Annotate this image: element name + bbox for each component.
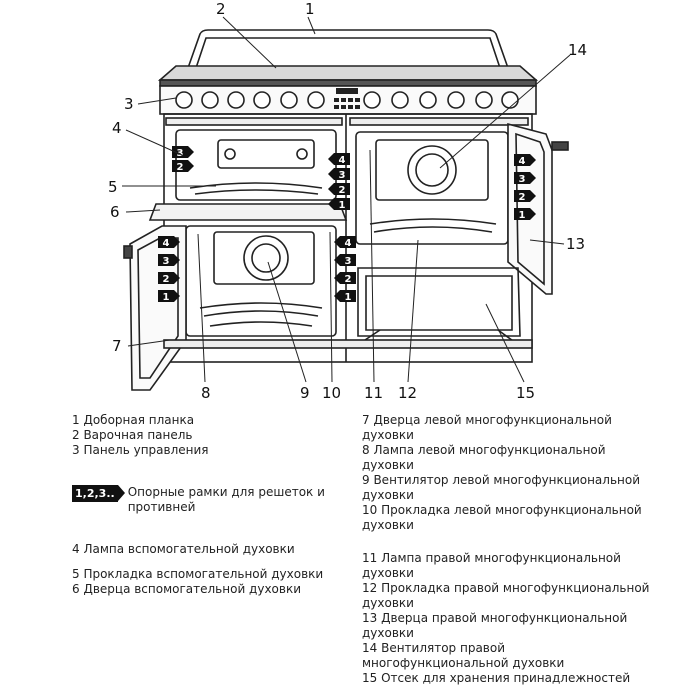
hob-top — [157, 65, 539, 81]
rail-badge-label-2-3: 1 — [163, 292, 170, 303]
rail-badge-label-4-3: 1 — [519, 210, 526, 221]
legend-item-14: 14 Вентилятор правой многофункциональной… — [362, 641, 565, 670]
legend-item-10: 10 Прокладка левой многофункциональной д… — [362, 503, 642, 532]
rail-badge-label-4-0: 4 — [519, 156, 526, 167]
legend-item-8: 8 Лампа левой многофункциональной духовк… — [362, 443, 606, 472]
callout-4: 4 — [112, 119, 122, 137]
rail-badge-1-1 — [328, 168, 350, 180]
rails-text: Опорные рамки для решеток и противней — [127, 485, 325, 514]
rails-badge: 1,2,3.. — [72, 485, 125, 502]
aux-oven-door — [148, 203, 348, 221]
callout-11: 11 — [364, 384, 383, 402]
rail-badge-1-2 — [328, 183, 350, 195]
callout-2: 2 — [216, 0, 226, 18]
legend-item-5: 5 Прокладка вспомогательной духовки — [72, 567, 324, 581]
rail-badge-label-1-0: 4 — [339, 155, 346, 166]
rail-badge-4-0 — [514, 154, 536, 166]
callout-12: 12 — [398, 384, 417, 402]
rail-badge-label-3-0: 4 — [345, 238, 352, 249]
callout-numbers: 1 2 3 4 5 6 7 8 9 10 11 12 13 14 15 — [108, 0, 587, 402]
left-oven-fan — [243, 235, 289, 281]
control-display — [334, 88, 360, 109]
rail-badge-2-2 — [158, 272, 180, 284]
rail-badge-label-3-2: 2 — [345, 274, 352, 285]
rail-badge-3-1 — [334, 254, 356, 266]
rail-badge-label-3-1: 3 — [345, 256, 352, 267]
rail-badge-label-3-3: 1 — [345, 292, 352, 303]
rail-badge-1-0 — [328, 153, 350, 165]
callout-6: 6 — [110, 203, 120, 221]
callout-5: 5 — [108, 178, 118, 196]
rail-badge-label-0-1: 2 — [177, 162, 184, 173]
legend-item-4: 4 Лампа вспомогательной духовки — [72, 542, 295, 556]
legend-item-12: 12 Прокладка правой многофункциональной … — [362, 581, 650, 610]
leader-lines — [122, 16, 571, 383]
rail-badge-label-2-1: 3 — [163, 256, 170, 267]
rail-badge-label-4-2: 2 — [519, 192, 526, 203]
rail-badge-3-3 — [334, 290, 356, 302]
callout-3: 3 — [124, 95, 134, 113]
legend-item-2: 2 Варочная панель — [72, 428, 193, 442]
control-knobs — [175, 91, 519, 109]
legend-rails: 1,2,3.. Опорные рамки для решеток и прот… — [72, 485, 327, 515]
rail-badge-0-0 — [172, 146, 194, 158]
rail-badge-2-0 — [158, 236, 180, 248]
legend-item-1: 1 Доборная планка — [72, 413, 195, 427]
rail-badge-0-1 — [172, 160, 194, 172]
legend-item-11: 11 Лампа правой многофункциональной духо… — [362, 551, 621, 580]
callout-9: 9 — [300, 384, 310, 402]
rail-badge-label-1-1: 3 — [339, 170, 346, 181]
rail-badge-label-2-2: 2 — [163, 274, 170, 285]
rail-badges: 3 2 4 3 2 1 4 3 2 1 4 3 2 1 4 3 2 1 — [158, 146, 536, 303]
legend-item-9: 9 Вентилятор левой многофункциональной д… — [362, 473, 641, 502]
rail-badge-4-3 — [514, 208, 536, 220]
legend-right: 7 Дверца левой многофункциональной духов… — [362, 413, 652, 686]
legend-item-13: 13 Дверца правой многофункциональной дух… — [362, 611, 628, 640]
rail-badge-4-1 — [514, 172, 536, 184]
storage-compartment — [357, 267, 521, 337]
legend-left: 1 Доборная планка 2 Варочная панель 3 Па… — [72, 413, 327, 597]
callout-10: 10 — [322, 384, 341, 402]
rail-badge-label-2-0: 4 — [163, 238, 170, 249]
callout-8: 8 — [201, 384, 211, 402]
legend-item-3: 3 Панель управления — [72, 443, 209, 457]
rail-badge-3-0 — [334, 236, 356, 248]
callout-7: 7 — [112, 337, 122, 355]
callout-13: 13 — [566, 235, 585, 253]
callout-15: 15 — [516, 384, 535, 402]
rail-badge-label-0-0: 3 — [177, 148, 184, 159]
legend-item-7: 7 Дверца левой многофункциональной духов… — [362, 413, 612, 442]
callout-14: 14 — [568, 41, 587, 59]
legend-item-6: 6 Дверца вспомогательной духовки — [72, 582, 302, 596]
rail-badge-label-1-3: 1 — [339, 200, 346, 211]
rail-badge-2-3 — [158, 290, 180, 302]
rail-badge-label-4-1: 3 — [519, 174, 526, 185]
backguard — [187, 29, 509, 69]
rail-badge-label-1-2: 2 — [339, 185, 346, 196]
rail-badge-3-2 — [334, 272, 356, 284]
rail-badge-1-3 — [328, 198, 350, 210]
rail-badge-2-1 — [158, 254, 180, 266]
legend-item-15: 15 Отсек для хранения принадлежностей — [362, 671, 631, 685]
right-oven-fan — [407, 145, 457, 195]
rail-badge-4-2 — [514, 190, 536, 202]
callout-1: 1 — [305, 0, 315, 18]
